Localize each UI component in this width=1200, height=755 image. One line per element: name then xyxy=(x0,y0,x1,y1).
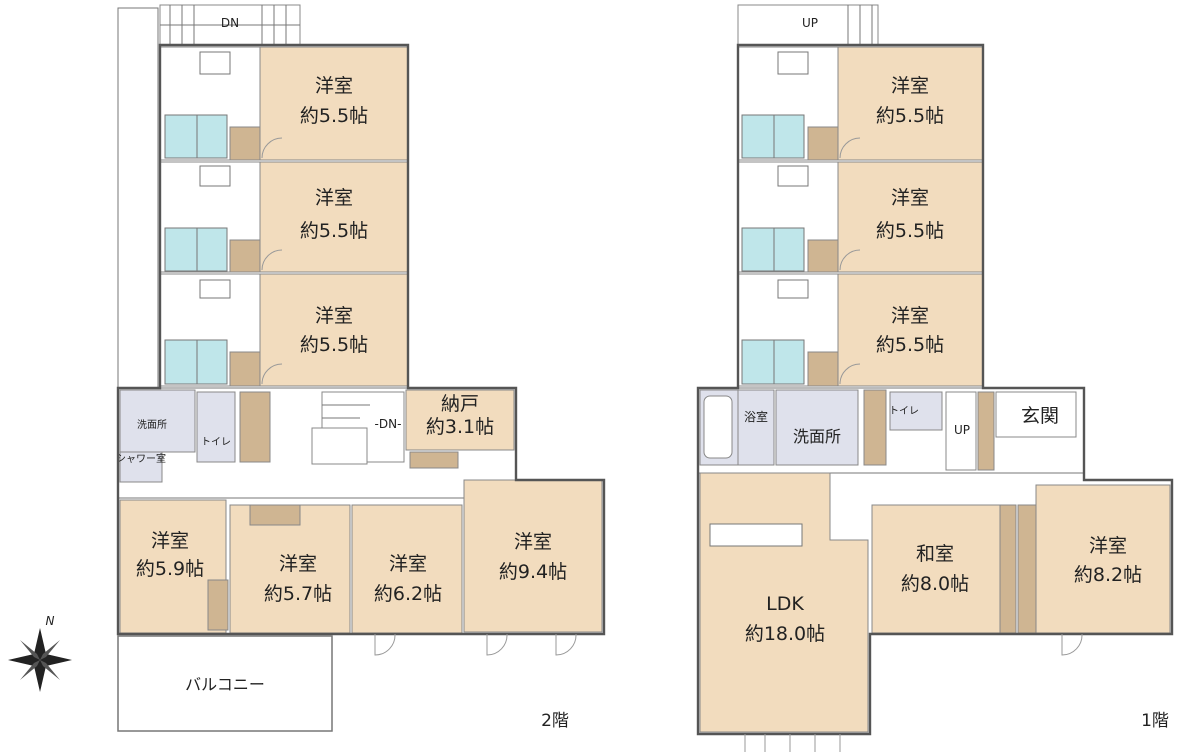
room-2f-2-size: 約5.5帖 xyxy=(300,220,368,242)
toilet-2f xyxy=(196,391,236,463)
toilet-2f-label: トイレ xyxy=(201,437,231,448)
outer-wall-2f xyxy=(116,43,606,636)
shower-2f-label: シャワー室 xyxy=(116,452,166,465)
room-2f-62-name: 洋室 xyxy=(389,553,427,575)
unit-2f-1: 洋室 約5.5帖 xyxy=(159,46,409,161)
washitsu-size: 約8.0帖 xyxy=(901,573,969,595)
stairs-down-label: DN xyxy=(221,16,239,30)
washroom-2f xyxy=(119,389,196,453)
outer-wall-1f xyxy=(696,43,1174,736)
room-2f-2-name: 洋室 xyxy=(315,187,353,209)
room-1f-1-name: 洋室 xyxy=(891,75,929,97)
toilet-1f xyxy=(889,391,943,431)
storage-size: 約3.1帖 xyxy=(426,416,494,438)
room-2f-59-name: 洋室 xyxy=(151,530,189,552)
room-2f-94-size: 約9.4帖 xyxy=(499,561,567,583)
room-1f-82-name: 洋室 xyxy=(1089,535,1127,557)
compass-rose: N xyxy=(8,614,72,692)
room-2f-62-size: 約6.2帖 xyxy=(374,583,442,605)
entrance xyxy=(995,391,1077,438)
closet-2f-59 xyxy=(207,579,229,631)
room-2f-2 xyxy=(259,161,409,273)
room-2f-3-name: 洋室 xyxy=(315,305,353,327)
entrance-label: 玄関 xyxy=(1021,405,1059,427)
stairs-dn-label: -DN- xyxy=(375,417,402,431)
stairs-up-label: UP xyxy=(802,16,818,30)
closet-2f-hall xyxy=(239,391,271,463)
washitsu-name: 和室 xyxy=(916,543,954,565)
room-2f-94-name: 洋室 xyxy=(514,531,552,553)
room-2f-1-name: 洋室 xyxy=(315,75,353,97)
room-1f-82-size: 約8.2帖 xyxy=(1074,564,1142,586)
hall-up-label: UP xyxy=(954,423,970,437)
room-1f-3-name: 洋室 xyxy=(891,305,929,327)
unit-2f-3: 洋室 約5.5帖 xyxy=(159,273,409,387)
room-2f-3 xyxy=(259,273,409,387)
closet xyxy=(229,126,261,161)
room-2f-57 xyxy=(229,504,351,634)
room-2f-1 xyxy=(259,46,409,161)
floor-1-label: 1階 xyxy=(1141,711,1169,731)
room-1f-washitsu xyxy=(871,504,1001,634)
stairs-1f-hall xyxy=(945,391,977,471)
floor-2-plan: DN 洋室 約5.5帖 洋室 約5.5帖 xyxy=(116,4,606,732)
toilet-area xyxy=(196,114,228,159)
toilet-1f-label: トイレ xyxy=(889,406,919,417)
floor-2-label: 2階 xyxy=(541,711,569,731)
washroom-1f-label: 洗面所 xyxy=(793,427,841,446)
room-2f-3-size: 約5.5帖 xyxy=(300,334,368,356)
hall-2f: 洗面所 トイレ シャワー室 -DN- 納戸 約3.1帖 xyxy=(116,387,517,499)
floor-1-plan: UP 洋室 約5.5帖 洋室 約5.5帖 洋室 約5.5帖 浴室 xyxy=(696,4,1174,752)
balcony xyxy=(117,635,333,732)
side-walkway xyxy=(117,7,159,389)
kitchen-counter xyxy=(709,523,803,547)
compass-north-label: N xyxy=(46,614,55,628)
room-2f-94 xyxy=(463,479,603,633)
room-2f-57-name: 洋室 xyxy=(279,553,317,575)
sink xyxy=(199,51,231,75)
ldk-name: LDK xyxy=(766,593,804,615)
bath-1f-label: 浴室 xyxy=(744,409,768,424)
washroom-1f xyxy=(775,389,859,466)
washroom-2f-label: 洗面所 xyxy=(137,419,167,431)
storage-name: 納戸 xyxy=(441,393,479,415)
room-1f-2-name: 洋室 xyxy=(891,187,929,209)
closet-2f-57 xyxy=(249,504,301,526)
shower-2f xyxy=(119,451,163,483)
room-2f-62 xyxy=(351,504,463,634)
unit-2f-2: 洋室 約5.5帖 xyxy=(159,161,409,273)
balcony-label: バルコニー xyxy=(185,675,265,694)
ldk-size: 約18.0帖 xyxy=(745,623,825,645)
room-2f-59-size: 約5.9帖 xyxy=(136,558,204,580)
room-1f-3 xyxy=(837,273,984,387)
room-1f-1-size: 約5.5帖 xyxy=(876,105,944,127)
room-2f-1-size: 約5.5帖 xyxy=(300,105,368,127)
room-1f-2 xyxy=(837,161,984,273)
room-1f-82 xyxy=(1035,484,1171,634)
storage-2f xyxy=(405,389,515,451)
bath-fixture xyxy=(164,114,198,159)
stairs-top-2f: DN xyxy=(159,4,301,46)
room-1f-2-size: 約5.5帖 xyxy=(876,220,944,242)
room-1f-3-size: 約5.5帖 xyxy=(876,334,944,356)
room-2f-57-size: 約5.7帖 xyxy=(264,583,332,605)
stairs-top-1f: UP xyxy=(737,4,879,46)
room-1f-1 xyxy=(837,46,984,161)
